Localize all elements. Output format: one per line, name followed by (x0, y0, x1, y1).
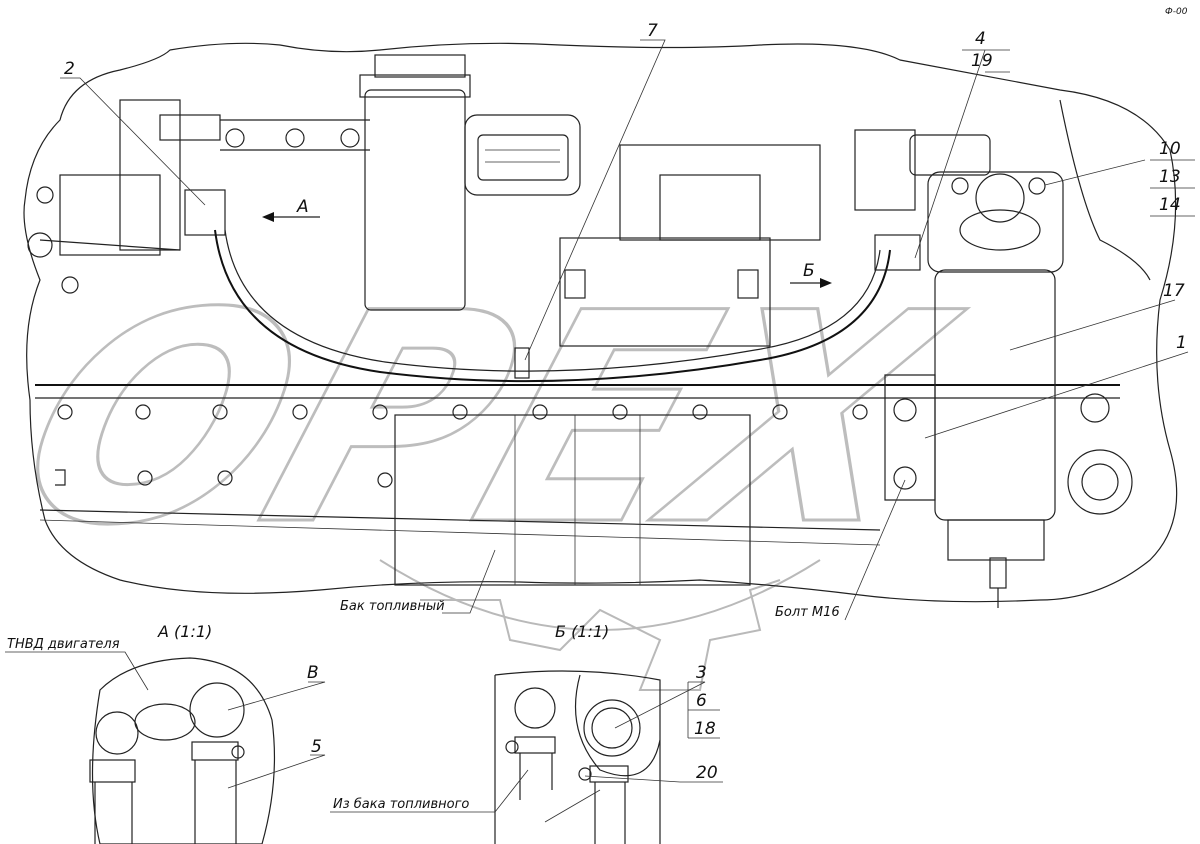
callout-6: 6 (696, 691, 707, 711)
note-fuel-tank: Бак топливный (340, 599, 445, 614)
view-b-title: Б (1:1) (555, 622, 609, 641)
callout-13: 13 (1159, 167, 1181, 187)
leader-lines (60, 39, 1195, 621)
flow-label-b: Б (803, 261, 815, 281)
callout-20: 20 (696, 763, 718, 783)
callout-4: 4 (975, 29, 986, 49)
callout-17: 17 (1163, 281, 1185, 301)
watermark-text: ОРЕХ (0, 252, 986, 589)
view-a-leaders (5, 651, 326, 789)
callout-2: 2 (64, 59, 75, 79)
fuel-prefilter (927, 171, 1064, 608)
engine-left-parts (27, 99, 370, 294)
note-from-tank: Из бака топливного (333, 797, 469, 812)
view-a-title: А (1:1) (157, 622, 212, 641)
view-a-outline (89, 657, 276, 844)
callout-14: 14 (1159, 195, 1181, 215)
fuel-filter-canister (359, 54, 471, 311)
callout-7: 7 (647, 21, 658, 41)
flow-label-a: А (296, 197, 309, 217)
flow-arrow-a (262, 212, 320, 222)
flow-arrow-b (790, 278, 832, 288)
engine-right-parts (854, 99, 1151, 515)
main-view-outline (23, 42, 1178, 603)
frame-rail (35, 384, 1120, 546)
callout-v: В (307, 663, 319, 683)
callout-1: 1 (1176, 333, 1187, 353)
callout-10: 10 (1159, 139, 1181, 159)
callout-19: 19 (971, 51, 993, 71)
callout-3: 3 (696, 663, 707, 683)
view-b-leaders (330, 681, 723, 823)
callout-5: 5 (311, 737, 322, 757)
note-tnvd: ТНВД двигателя (7, 637, 120, 652)
fuel-tank (394, 414, 751, 586)
watermark-gear (379, 559, 821, 691)
view-b-outline (494, 670, 661, 844)
fuel-hose (214, 229, 891, 383)
electric-module (559, 144, 821, 347)
ecu-connector (464, 114, 581, 196)
callout-18: 18 (694, 719, 716, 739)
note-bolt: Болт М16 (775, 605, 840, 620)
filter-bracket (884, 374, 936, 501)
corner-mark: Ф-00 (1165, 7, 1188, 17)
